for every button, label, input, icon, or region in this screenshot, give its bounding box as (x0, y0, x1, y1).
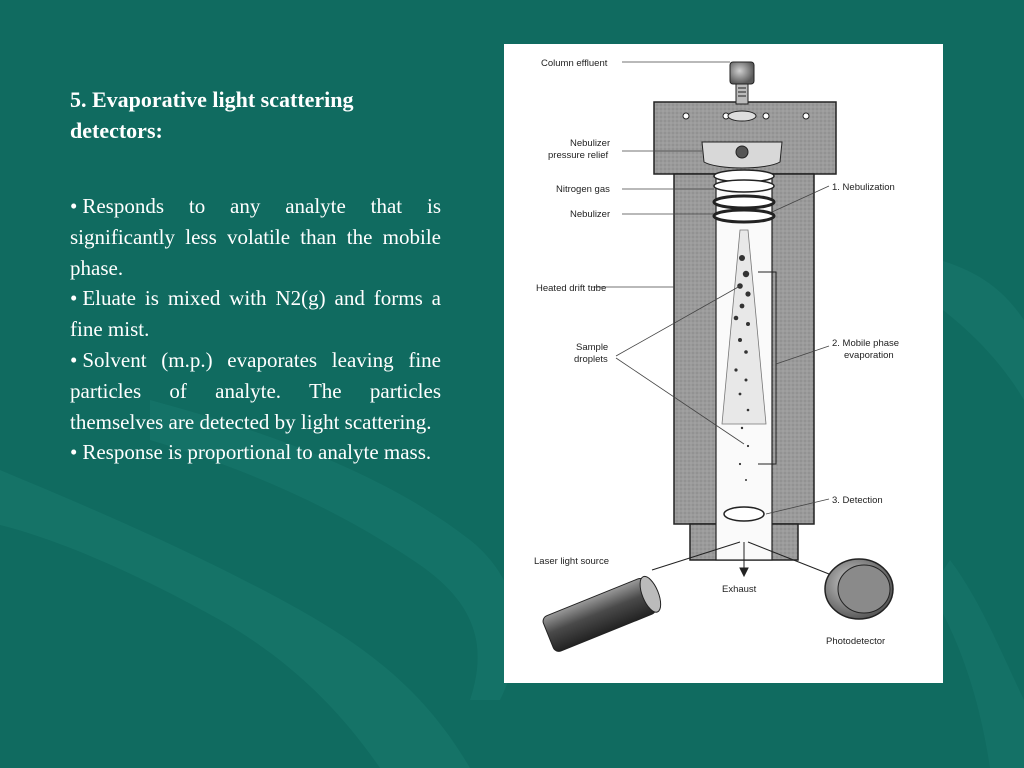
label-nitrogen-gas: Nitrogen gas (556, 184, 610, 195)
label-step-2a: 2. Mobile phase (832, 338, 899, 349)
slide-title: 5. Evaporative light scattering detector… (70, 87, 354, 143)
label-laser-light-source: Laser light source (534, 556, 609, 567)
evaporation-bracket (758, 271, 777, 465)
bullet-text: Solvent (m.p.) evaporates leaving fine p… (70, 347, 441, 434)
bullet-item: •Responds to any analyte that is signifi… (70, 191, 441, 283)
light-beam (651, 541, 830, 578)
bullet-text: Response is proportional to analyte mass… (82, 440, 432, 465)
bullet-item: •Eluate is mixed with N2(g) and forms a … (70, 283, 441, 345)
label-step-3: 3. Detection (832, 495, 883, 506)
photodetector (824, 558, 894, 620)
spray-cone (721, 229, 767, 425)
label-heated-drift-tube: Heated drift tube (536, 283, 606, 294)
bullet-item: •Solvent (m.p.) evaporates leaving fine … (70, 345, 441, 437)
bullet-item: •Response is proportional to analyte mas… (70, 437, 441, 468)
nebulizer-assembly (701, 141, 783, 224)
detection-window (723, 506, 765, 522)
label-exhaust: Exhaust (722, 584, 757, 595)
label-step-1: 1. Nebulization (832, 182, 895, 193)
label-column-effluent: Column effluent (541, 58, 608, 69)
label-photodetector: Photodetector (826, 636, 885, 647)
column-fitting (727, 61, 757, 122)
label-sample-droplets-2: droplets (574, 354, 608, 365)
laser-light-source (542, 575, 662, 652)
elsd-diagram-panel: Column effluent Nebulizer pressure relie… (504, 44, 943, 683)
bullet-marker: • (70, 286, 78, 311)
label-nebulizer-pressure-relief-2: pressure relief (548, 150, 609, 161)
bullet-list: •Responds to any analyte that is signifi… (70, 191, 441, 468)
label-nebulizer-pressure-relief-1: Nebulizer (570, 138, 610, 149)
bullet-marker: • (70, 347, 78, 372)
bullet-text: Eluate is mixed with N2(g) and forms a f… (70, 286, 441, 342)
bullet-marker: • (70, 194, 78, 218)
leader-lines (592, 61, 830, 515)
label-nebulizer: Nebulizer (570, 209, 610, 220)
label-step-2b: evaporation (844, 350, 894, 361)
bullet-marker: • (70, 440, 78, 465)
label-sample-droplets-1: Sample (576, 342, 608, 353)
elsd-diagram: Column effluent Nebulizer pressure relie… (534, 58, 899, 652)
bullet-text: Responds to any analyte that is signific… (70, 194, 441, 280)
